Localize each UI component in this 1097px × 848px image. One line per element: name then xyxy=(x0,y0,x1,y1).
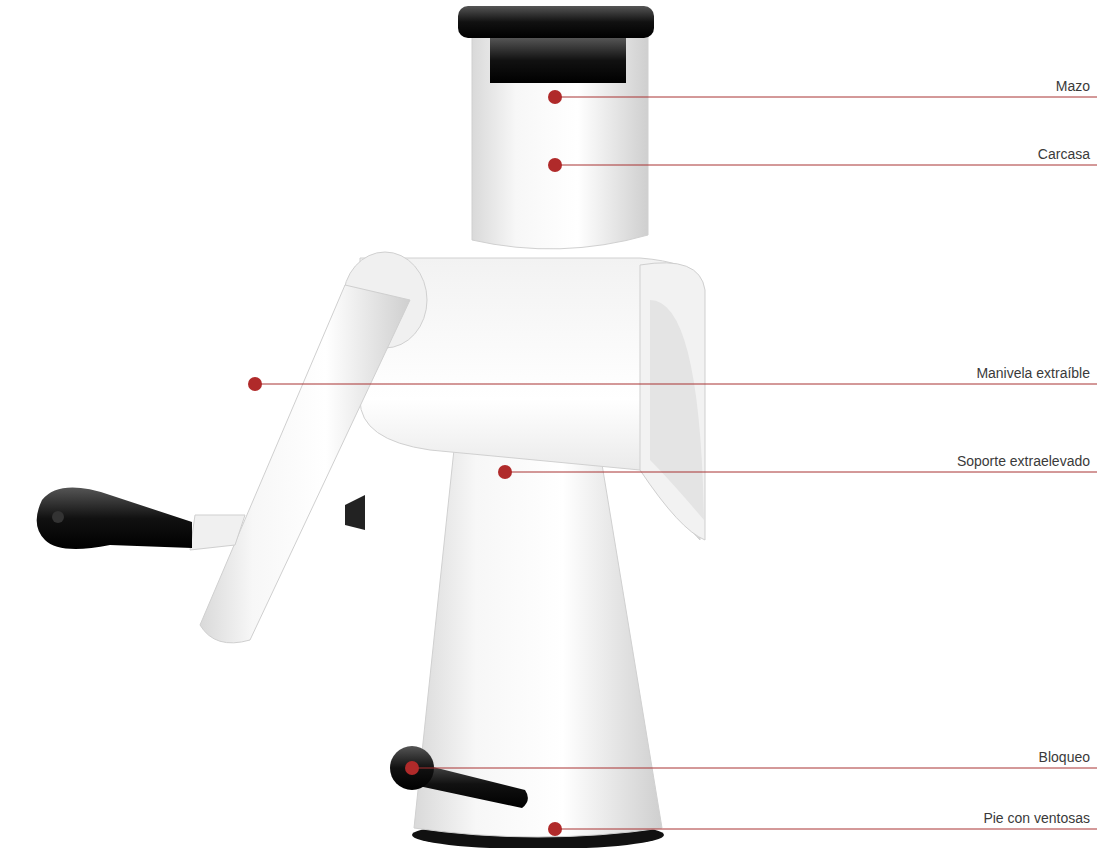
callout-dot xyxy=(548,158,562,172)
callout-dot xyxy=(248,377,262,391)
part-label: Soporte extraelevado xyxy=(957,453,1090,469)
crank-arm xyxy=(200,285,410,643)
stand-clip xyxy=(345,495,365,530)
part-label: Mazo xyxy=(1056,78,1090,94)
leader-line xyxy=(255,384,1097,385)
callout-dot xyxy=(548,90,562,104)
housing-funnel xyxy=(640,263,705,540)
pusher-top xyxy=(458,6,654,38)
funnel-inside xyxy=(650,300,704,520)
hopper xyxy=(472,35,648,249)
callout-dot xyxy=(405,761,419,775)
callout-dot xyxy=(498,465,512,479)
pusher-insert xyxy=(490,38,626,83)
part-label: Bloqueo xyxy=(1039,749,1090,765)
crank-knob xyxy=(37,488,192,549)
part-label: Pie con ventosas xyxy=(983,810,1090,826)
leader-line xyxy=(505,472,1097,473)
leader-line xyxy=(412,768,1097,769)
callout-dot xyxy=(548,822,562,836)
part-label: Manivela extraíble xyxy=(976,365,1090,381)
leader-line xyxy=(555,165,1097,166)
knob-cap xyxy=(52,511,64,523)
leader-line xyxy=(555,97,1097,98)
leader-line xyxy=(555,829,1097,830)
part-label: Carcasa xyxy=(1038,146,1090,162)
crank-joint xyxy=(190,515,245,550)
